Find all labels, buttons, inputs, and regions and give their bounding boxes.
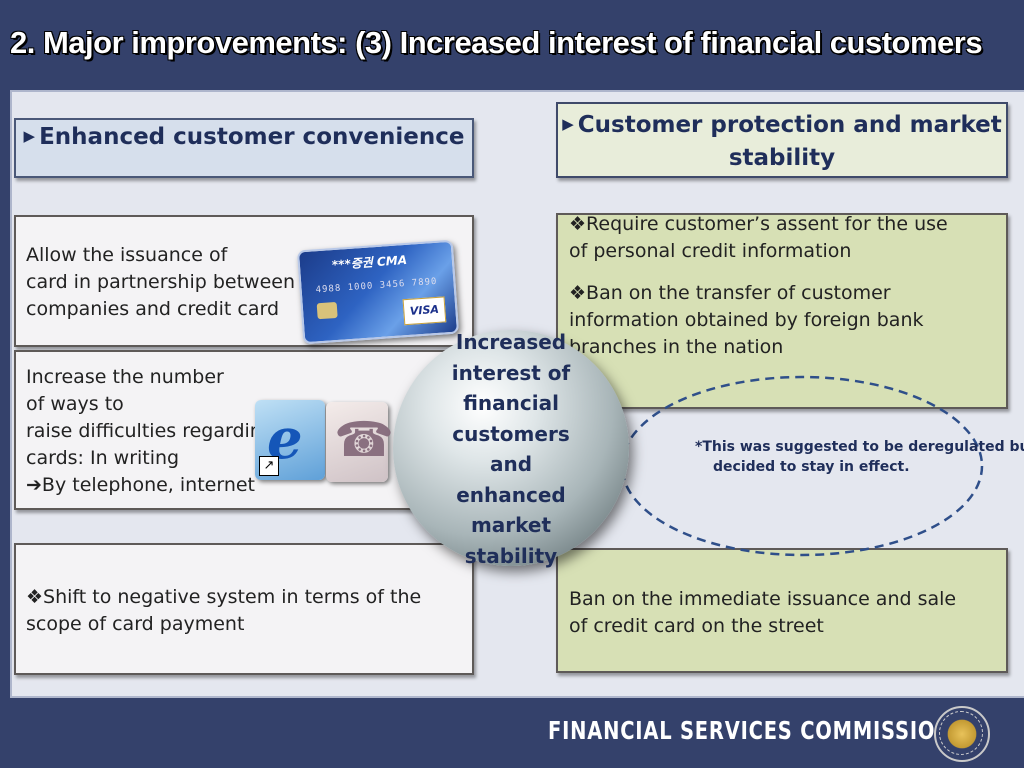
text-line: raise difficulties regarding: [26, 420, 274, 442]
customer-protection-header: ▶Customer protection and market stabilit…: [556, 102, 1008, 178]
text-line: scope of card payment: [26, 613, 245, 635]
sphere-line: enhanced: [456, 482, 566, 507]
text-line: Ban on the immediate issuance and sale: [569, 588, 957, 610]
dashed-ellipse: [620, 375, 984, 557]
card-partnership-text: Allow the issuance of card in partnershi…: [26, 242, 295, 323]
seal-ring: [939, 711, 983, 755]
text-line: branches in the nation: [569, 336, 784, 358]
internet-explorer-icon: e ↗: [255, 400, 325, 480]
text-line: ❖Require customer’s assent for the use: [569, 213, 948, 235]
sphere-line: customers: [452, 421, 570, 446]
text-line: Increase the number: [26, 366, 224, 388]
text-line: of credit card on the street: [569, 615, 824, 637]
visa-logo: VISA: [402, 296, 447, 326]
shortcut-arrow-icon: ↗: [259, 456, 279, 476]
text-line: ➔By telephone, internet: [26, 474, 256, 496]
sphere-line: financial: [463, 391, 559, 415]
sphere-line: interest of: [451, 360, 571, 385]
text-line: ❖Ban on the transfer of customer: [569, 282, 891, 304]
telephone-icon: ☎: [326, 402, 394, 482]
card-numbers: 4988 1000 3456 7890: [315, 276, 438, 296]
triangle-bullet-icon: ▶: [562, 115, 574, 133]
note-line: *This was suggested to be deregulated bu…: [695, 439, 1024, 455]
enhanced-convenience-label: Enhanced customer convenience: [39, 124, 465, 150]
text-line: cards: In writing: [26, 447, 180, 469]
dashed-ellipse-shape: [620, 375, 984, 557]
street-issuance-text: Ban on the immediate issuance and sale o…: [569, 586, 956, 640]
text-line: companies and credit card: [26, 298, 280, 320]
text-line: Allow the issuance of: [26, 244, 228, 266]
card-brand: ***증권 CMA: [331, 252, 408, 273]
sphere-line: stability: [464, 543, 558, 568]
triangle-bullet-icon: ▶: [23, 127, 36, 145]
sphere-line: Increased: [455, 330, 567, 354]
text-line: information obtained by foreign bank: [569, 309, 924, 331]
sphere-line: and: [489, 452, 533, 476]
center-sphere-text: Increased interest of financial customer…: [440, 327, 582, 571]
street-issuance-box: [556, 548, 1008, 673]
credit-card-image: ***증권 CMA 4988 1000 3456 7890 VISA: [296, 239, 460, 345]
text-line: ❖Shift to negative system in terms of th…: [26, 586, 422, 608]
negative-system-box: [14, 543, 474, 675]
card-chip-icon: [316, 301, 338, 320]
sphere-line: market: [470, 513, 552, 537]
slide-title: 2. Major improvements: (3) Increased int…: [10, 25, 983, 60]
text-line: of ways to: [26, 393, 124, 415]
deregulation-note: *This was suggested to be deregulated bu…: [695, 437, 1024, 477]
text-line: of personal credit information: [569, 240, 852, 262]
credit-info-text: ❖Require customer’s assent for the use o…: [569, 211, 994, 361]
telephone-glyph: ☎: [334, 412, 394, 468]
text-line: card in partnership between: [26, 271, 296, 293]
center-sphere: [393, 330, 629, 566]
negative-system-text: ❖Shift to negative system in terms of th…: [26, 584, 421, 638]
enhanced-convenience-header: ▶Enhanced customer convenience: [14, 118, 474, 178]
footer-brand: FINANCIAL SERVICES COMMISSION: [548, 716, 953, 745]
complaint-ways-text: Increase the number of ways to raise dif…: [26, 364, 274, 499]
customer-protection-label: Customer protection and market stability: [577, 112, 1002, 171]
note-line: decided to stay in effect.: [713, 459, 910, 475]
